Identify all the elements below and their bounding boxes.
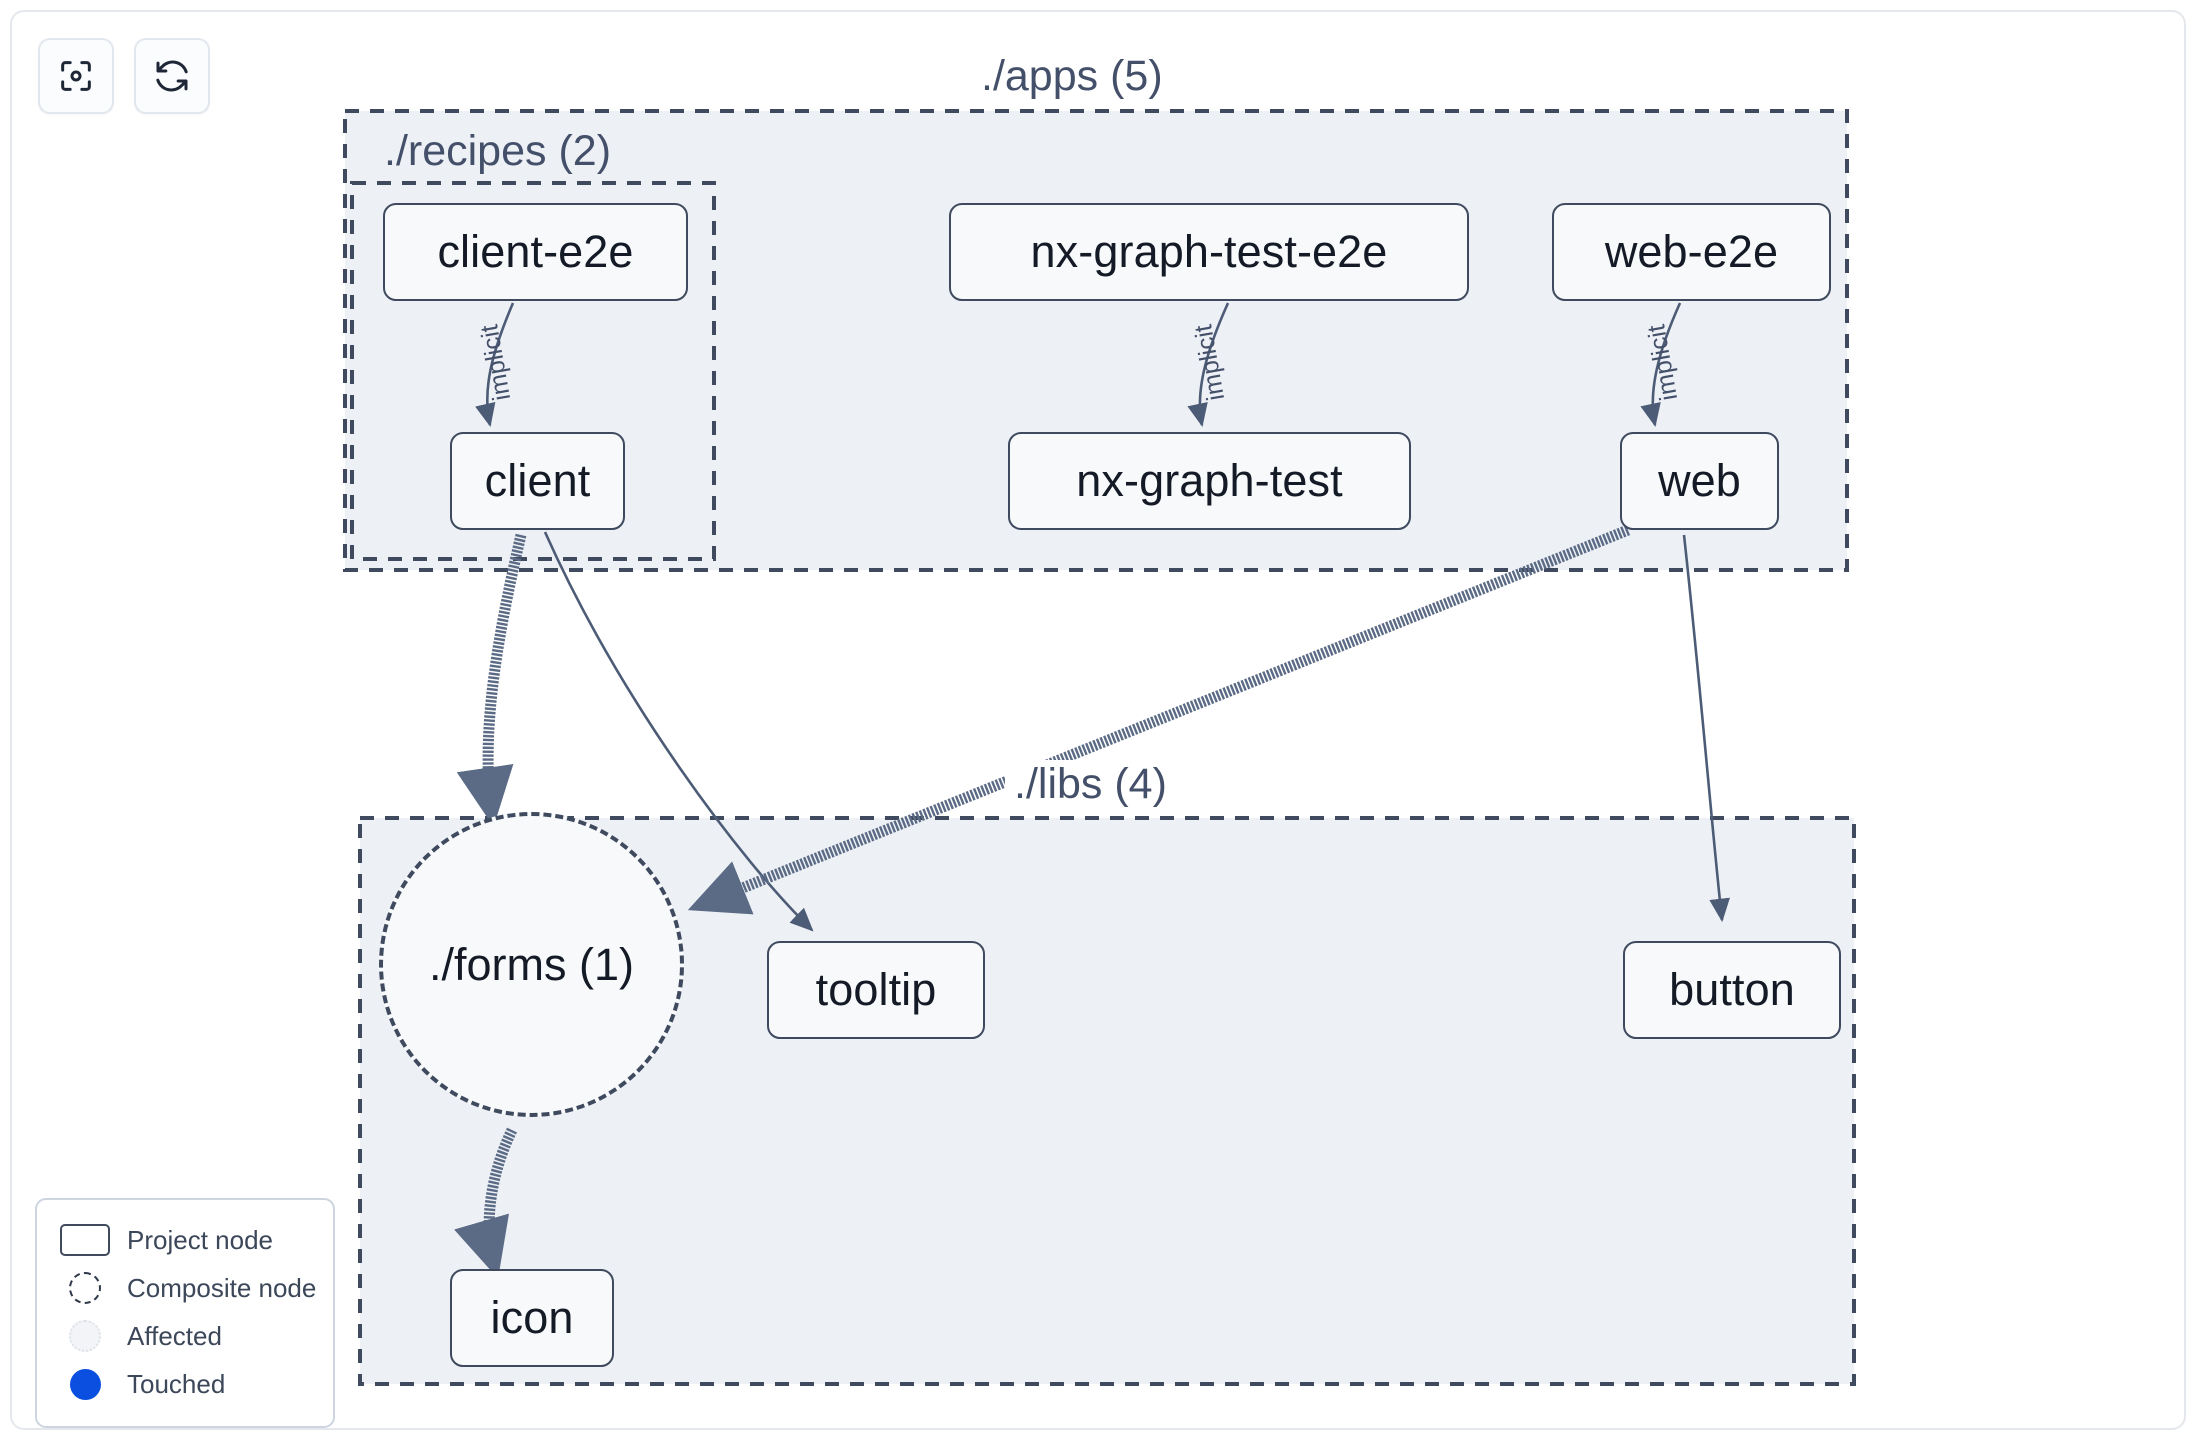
legend-item-touched: Touched (59, 1360, 313, 1408)
legend-label-affected: Affected (127, 1320, 222, 1351)
graph-legend: Project node Composite node Affected Tou… (35, 1198, 335, 1428)
node-client[interactable]: client (450, 432, 625, 530)
legend-label-project-node: Project node (127, 1224, 273, 1255)
node-client-e2e[interactable]: client-e2e (383, 203, 688, 301)
edge-web-to-button[interactable] (1682, 534, 1730, 923)
group-label-recipes[interactable]: ./recipes (2) (375, 127, 621, 176)
edge-nxgt-e2e-to-nxgt[interactable] (1187, 302, 1230, 428)
legend-label-touched: Touched (127, 1368, 226, 1399)
refresh-icon (152, 56, 192, 96)
refresh-graph-button[interactable] (134, 38, 210, 114)
node-web-e2e[interactable]: web-e2e (1552, 203, 1831, 301)
node-nx-graph-test[interactable]: nx-graph-test (1008, 432, 1411, 530)
legend-item-composite-node: Composite node (59, 1264, 317, 1312)
graph-toolbar (38, 38, 210, 114)
affected-swatch (59, 1319, 111, 1353)
project-node-swatch (59, 1223, 111, 1257)
composite-node-swatch (59, 1271, 111, 1305)
edge-client-to-tooltip[interactable] (543, 531, 814, 932)
edge-web-to-forms[interactable] (687, 524, 1631, 915)
node-button[interactable]: button (1623, 941, 1841, 1039)
node-forms-composite[interactable]: ./forms (1) (379, 812, 684, 1117)
node-nx-graph-test-e2e[interactable]: nx-graph-test-e2e (949, 203, 1469, 301)
edge-web-e2e-to-web[interactable] (1640, 302, 1682, 428)
edge-client-to-forms[interactable] (456, 533, 527, 827)
touched-swatch (59, 1367, 111, 1401)
group-label-apps[interactable]: ./apps (5) (972, 52, 1172, 101)
focus-graph-button[interactable] (38, 38, 114, 114)
node-tooltip[interactable]: tooltip (767, 941, 985, 1039)
node-web[interactable]: web (1620, 432, 1779, 530)
legend-label-composite-node: Composite node (127, 1272, 317, 1303)
group-label-libs[interactable]: ./libs (4) (1005, 760, 1176, 809)
node-icon[interactable]: icon (450, 1269, 614, 1367)
legend-item-affected: Affected (59, 1312, 313, 1360)
viewfinder-icon (56, 56, 96, 96)
legend-item-project-node: Project node (59, 1216, 313, 1264)
edge-client-e2e-to-client[interactable] (475, 302, 515, 428)
